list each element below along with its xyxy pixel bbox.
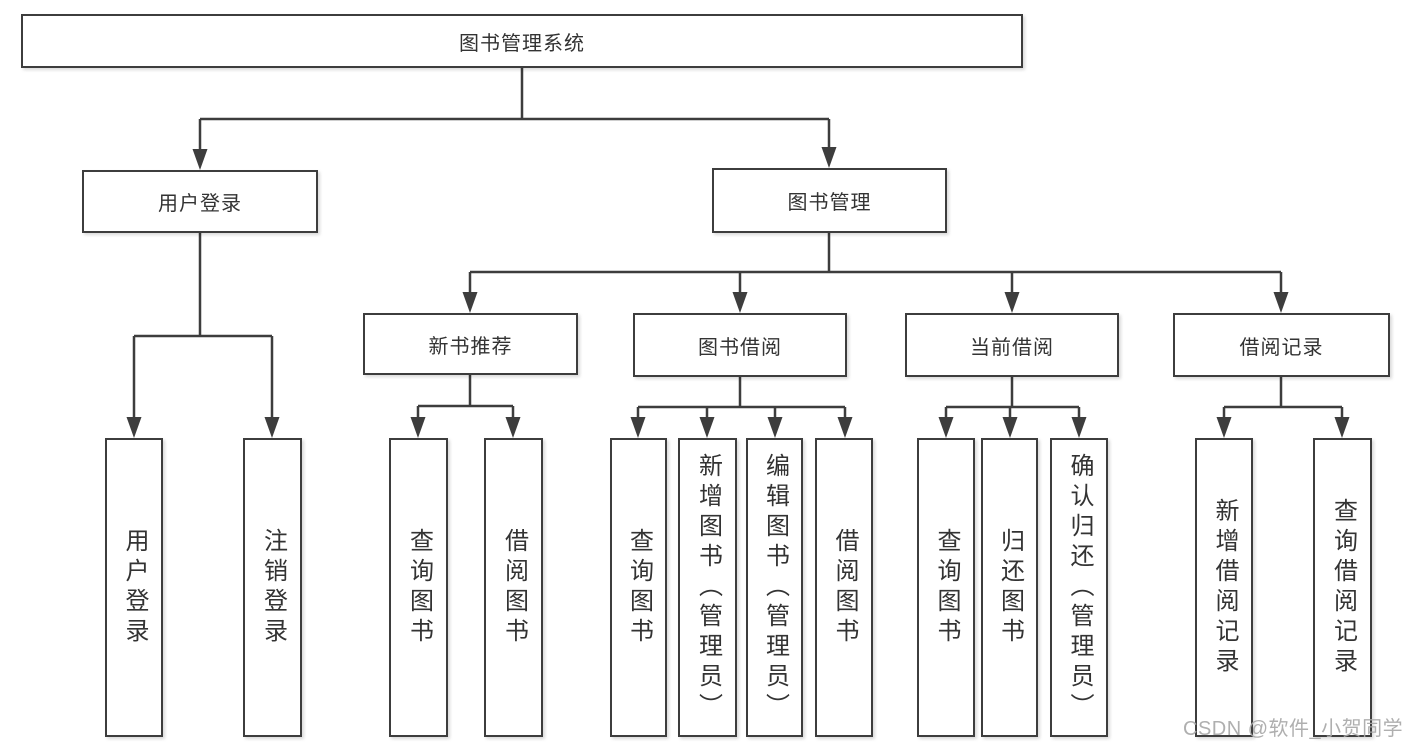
node-leaf-logout-label: 注销登录 xyxy=(259,527,287,648)
node-book-management-label: 图书管理 xyxy=(787,192,872,214)
arrowhead xyxy=(1004,292,1020,313)
node-leaf-query-borrow-record: 查询借阅记录 xyxy=(1313,438,1372,737)
node-leaf-borrow-books-label: 借阅图书 xyxy=(831,527,858,648)
node-leaf-confirm-return-admin: 确认归还（管理员） xyxy=(1050,438,1108,737)
node-leaf-query-books-current: 查询图书 xyxy=(917,438,975,737)
arrowhead xyxy=(505,417,521,438)
connector-current-borrow xyxy=(944,377,1081,420)
node-leaf-query-books-borrow-label: 查询图书 xyxy=(625,527,653,648)
watermark: CSDN @软件_小贺同学 xyxy=(1183,718,1404,740)
node-leaf-return-books-label: 归还图书 xyxy=(996,527,1024,648)
arrowhead xyxy=(630,417,646,438)
node-new-book-recommend: 新书推荐 xyxy=(363,313,578,375)
node-user-login-label: 用户登录 xyxy=(158,193,242,215)
node-leaf-borrow-books-recommend: 借阅图书 xyxy=(484,438,543,737)
arrowhead xyxy=(126,417,142,438)
node-leaf-add-books-admin: 新增图书（管理员） xyxy=(678,438,737,737)
arrowhead xyxy=(699,417,715,438)
arrowhead xyxy=(264,417,280,438)
arrowhead xyxy=(192,149,208,170)
node-leaf-return-books: 归还图书 xyxy=(981,438,1038,737)
node-leaf-edit-books-admin-label: 编辑图书（管理员） xyxy=(761,452,789,723)
node-leaf-add-books-admin-label: 新增图书（管理员） xyxy=(694,452,722,723)
arrowhead xyxy=(410,417,426,438)
node-root-label: 图书管理系统 xyxy=(459,32,585,55)
node-borrow-records-label: 借阅记录 xyxy=(1239,336,1324,359)
node-book-management: 图书管理 xyxy=(712,168,947,233)
node-leaf-query-books-current-label: 查询图书 xyxy=(933,527,960,648)
node-leaf-query-borrow-record-label: 查询借阅记录 xyxy=(1329,497,1357,678)
arrowhead xyxy=(1216,417,1232,438)
node-current-borrow-label: 当前借阅 xyxy=(970,336,1054,359)
connector-book-management xyxy=(468,233,1283,295)
node-book-borrow-label: 图书借阅 xyxy=(698,336,782,359)
node-leaf-borrow-books-recommend-label: 借阅图书 xyxy=(500,527,528,648)
arrowhead xyxy=(1071,417,1087,438)
node-new-book-recommend-label: 新书推荐 xyxy=(428,335,513,358)
connector-new-book-recommend xyxy=(416,375,515,420)
node-current-borrow: 当前借阅 xyxy=(905,313,1119,377)
node-leaf-query-books-recommend: 查询图书 xyxy=(389,438,448,737)
arrowhead xyxy=(732,292,748,313)
connector-borrow-records xyxy=(1222,377,1344,420)
arrowhead xyxy=(1273,292,1289,313)
node-book-borrow: 图书借阅 xyxy=(633,313,847,377)
node-leaf-borrow-books: 借阅图书 xyxy=(815,438,873,737)
node-leaf-confirm-return-admin-label: 确认归还（管理员） xyxy=(1066,452,1093,723)
node-leaf-add-borrow-record: 新增借阅记录 xyxy=(1195,438,1253,737)
node-leaf-logout: 注销登录 xyxy=(243,438,302,737)
node-user-login: 用户登录 xyxy=(82,170,318,233)
node-leaf-query-books-recommend-label: 查询图书 xyxy=(405,527,433,648)
node-root: 图书管理系统 xyxy=(21,14,1023,68)
node-leaf-add-borrow-record-label: 新增借阅记录 xyxy=(1211,497,1238,678)
connector-book-borrow xyxy=(636,377,847,420)
arrowhead xyxy=(837,417,853,438)
arrowhead xyxy=(821,147,837,168)
node-leaf-user-login-label: 用户登录 xyxy=(121,527,148,648)
arrowhead xyxy=(938,417,954,438)
arrowhead xyxy=(1334,417,1350,438)
arrowhead xyxy=(1002,417,1018,438)
node-leaf-user-login: 用户登录 xyxy=(105,438,163,737)
arrowhead xyxy=(462,292,478,313)
node-borrow-records: 借阅记录 xyxy=(1173,313,1390,377)
connector-user-login xyxy=(132,233,274,420)
node-leaf-edit-books-admin: 编辑图书（管理员） xyxy=(746,438,803,737)
node-leaf-query-books-borrow: 查询图书 xyxy=(610,438,667,737)
arrowhead xyxy=(767,417,783,438)
connector-root xyxy=(198,68,831,152)
